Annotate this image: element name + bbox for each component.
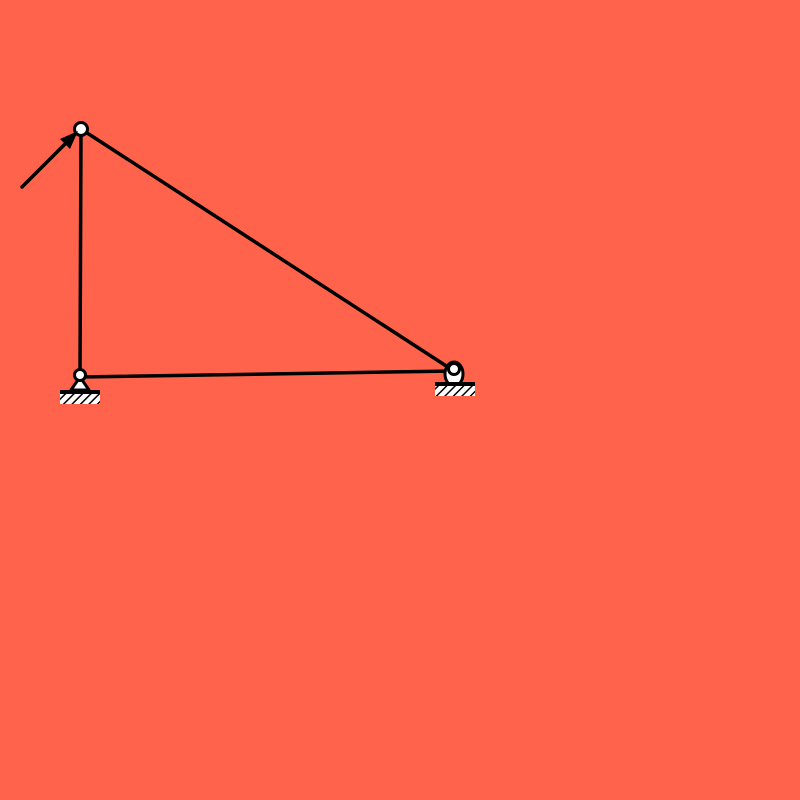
members	[78, 127, 456, 379]
member-a-b	[78, 369, 456, 379]
joint-c	[73, 121, 89, 137]
joint-a	[73, 368, 87, 382]
joints	[73, 121, 461, 382]
load-arrow	[20, 131, 78, 189]
joint-b	[447, 362, 461, 376]
member-a-c	[78, 127, 83, 379]
pin-support-hatch	[60, 394, 100, 404]
member-b-c	[79, 127, 456, 373]
load-arrow-head	[60, 131, 78, 149]
pin-support-ground	[60, 390, 100, 394]
roller-support-ground	[435, 382, 475, 386]
roller-support-hatch	[435, 386, 475, 396]
load-arrow-shaft	[20, 139, 70, 189]
pin-support	[60, 375, 100, 404]
